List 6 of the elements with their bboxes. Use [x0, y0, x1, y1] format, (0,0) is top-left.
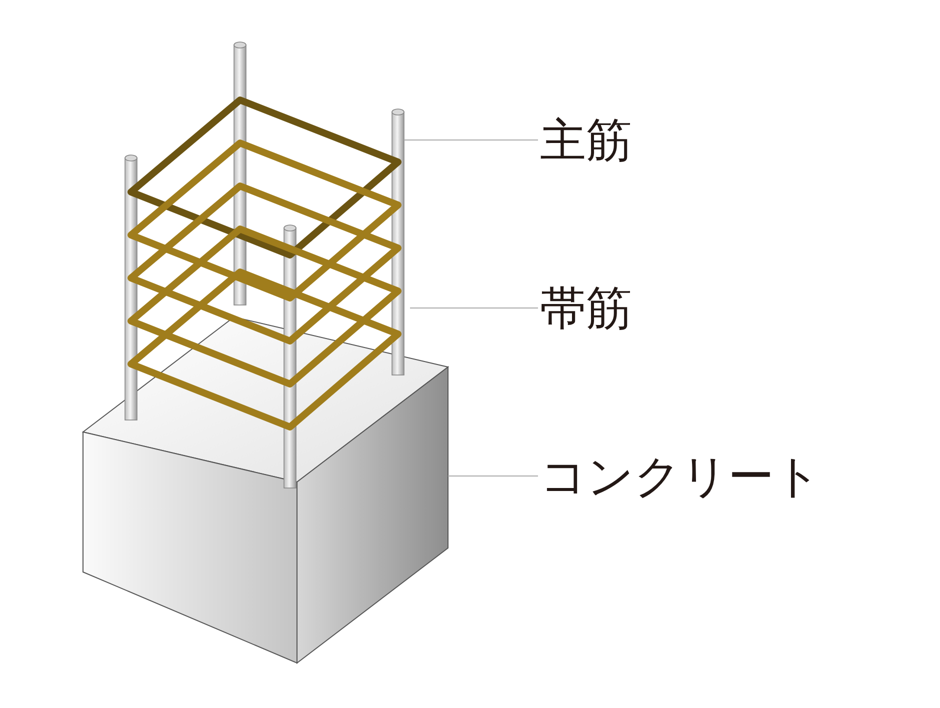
part-label: 帯筋: [540, 285, 632, 331]
part-label: 主筋: [540, 117, 632, 163]
part-label: コンクリート: [540, 453, 821, 499]
hoop-drawing: [128, 96, 402, 430]
concrete-block-drawing: [82, 316, 450, 664]
rebar-drawing: [124, 42, 404, 488]
